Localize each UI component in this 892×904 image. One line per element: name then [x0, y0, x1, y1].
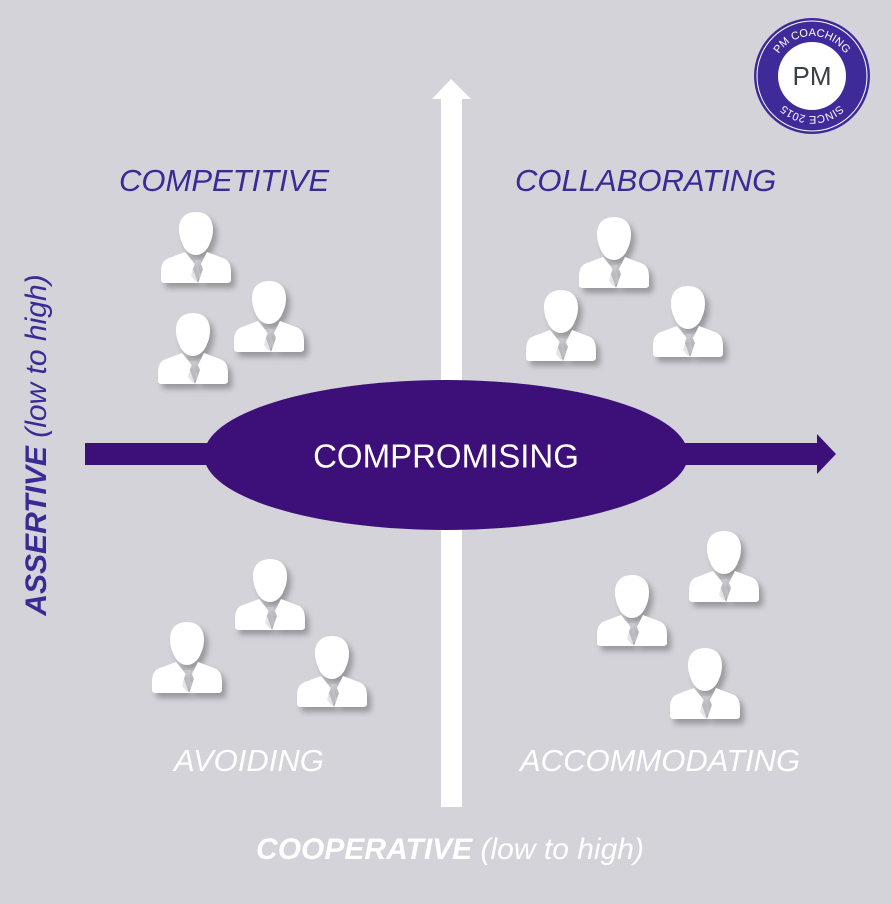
person-icon: [650, 284, 726, 358]
compromising-label: COMPROMISING: [313, 437, 579, 475]
person-icon: [149, 620, 225, 694]
person-icon: [232, 557, 308, 631]
person-icon: [294, 634, 370, 708]
assertive-axis-label: ASSERTIVE (low to high): [20, 274, 53, 616]
person-icon: [158, 210, 234, 284]
person-icon: [576, 215, 652, 289]
quadrant-label-avoiding: AVOIDING: [174, 743, 324, 778]
quadrant-label-accommodating: ACCOMMODATING: [520, 743, 801, 778]
person-icon: [667, 646, 743, 720]
person-icon: [686, 529, 762, 603]
person-icon: [231, 279, 307, 353]
cooperative-axis-title: COOPERATIVE: [256, 833, 473, 866]
person-icon: [155, 311, 231, 385]
cooperative-axis-label: COOPERATIVE (low to high): [256, 835, 644, 865]
person-icon: [523, 288, 599, 362]
person-icon: [594, 573, 670, 647]
logo-initials: PM: [793, 61, 832, 91]
compromising-ellipse: [204, 380, 688, 530]
quadrant-label-collaborating: COLLABORATING: [515, 163, 777, 198]
cooperative-axis-range: (low to high): [472, 833, 644, 866]
assertive-axis-title: ASSERTIVE: [20, 446, 53, 616]
pm-coaching-logo: PM PM COACHING SINCE 2015: [754, 18, 870, 134]
quadrant-label-competitive: COMPETITIVE: [119, 163, 330, 198]
assertive-axis-range: (low to high): [20, 274, 53, 447]
